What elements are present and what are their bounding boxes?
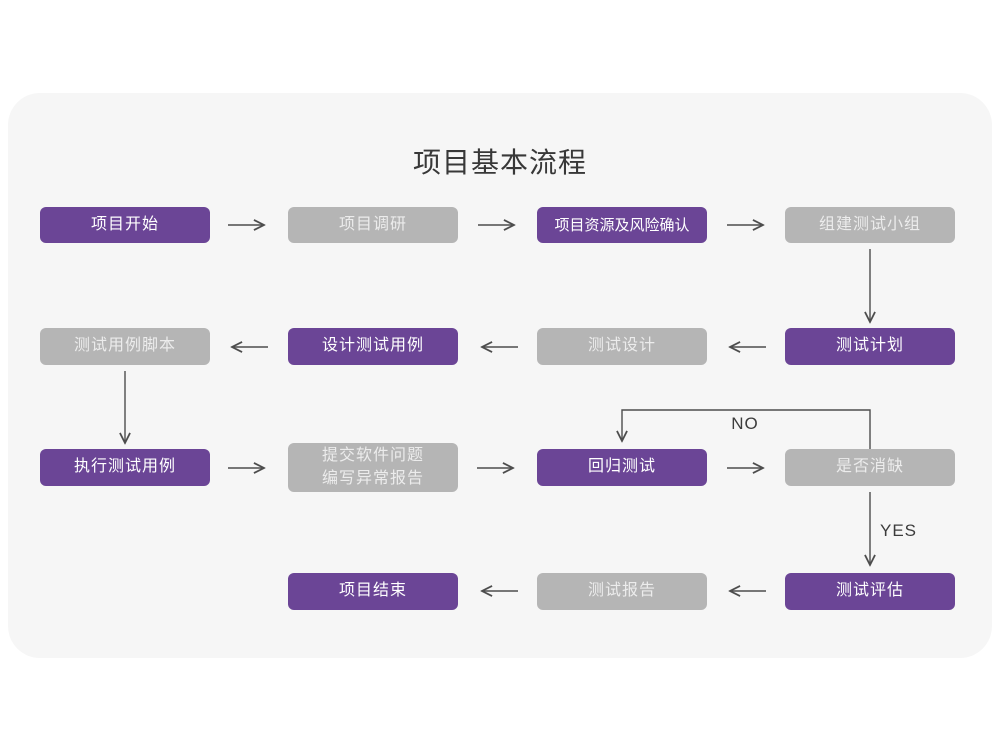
node-build-test-team: 组建测试小组	[785, 207, 955, 243]
node-project-research: 项目调研	[288, 207, 458, 243]
node-test-report: 测试报告	[537, 573, 707, 610]
node-project-start: 项目开始	[40, 207, 210, 243]
edge-label-no: NO	[731, 414, 759, 433]
node-test-plan: 测试计划	[785, 328, 955, 365]
node-test-design: 测试设计	[537, 328, 707, 365]
page-title: 项目基本流程	[412, 147, 587, 178]
node-test-evaluation: 测试评估	[785, 573, 955, 610]
flowchart-card-background	[8, 93, 992, 658]
node-defect-resolved: 是否消缺	[785, 449, 955, 486]
node-test-case-scripts: 测试用例脚本	[40, 328, 210, 365]
edge-label-yes: YES	[880, 521, 918, 540]
node-submit-issue-report: 提交软件问题 编写异常报告	[288, 443, 458, 492]
node-design-test-cases: 设计测试用例	[288, 328, 458, 365]
node-project-end: 项目结束	[288, 573, 458, 610]
node-resources-risk-confirm: 项目资源及风险确认	[537, 207, 707, 243]
node-regression-test: 回归测试	[537, 449, 707, 486]
node-execute-test-cases: 执行测试用例	[40, 449, 210, 486]
